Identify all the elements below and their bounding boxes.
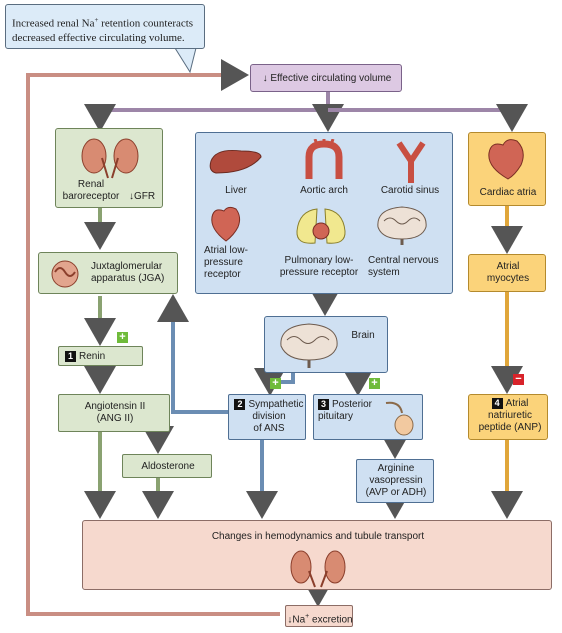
pituitary-icon xyxy=(385,401,414,436)
volume-sensors-box: Liver Aortic arch Carotid sinus Atrial l… xyxy=(195,132,453,294)
renal-baroreceptor-box: Renal baroreceptor ↓GFR xyxy=(55,128,163,208)
atrial-myocytes-box: Atrial myocytes xyxy=(468,254,546,292)
atrial-myocytes-label: Atrial myocytes xyxy=(486,261,530,284)
angiotensin-box: Angiotensin II (ANG II) xyxy=(58,394,170,432)
avp-label: Arginine vasopressin (AVP or ADH) xyxy=(365,463,427,498)
note-pointer xyxy=(174,47,197,74)
heart-icon xyxy=(488,139,524,180)
lungs-icon xyxy=(296,208,346,244)
plus-sign-sympathetic: + xyxy=(270,378,281,389)
gfr-label: ↓GFR xyxy=(128,191,156,202)
effective-circulating-volume-label: ↓ Effective circulating volume xyxy=(262,73,392,84)
kidneys-icon-bottom xyxy=(290,550,346,588)
brain-icon xyxy=(280,323,338,368)
arrow-top-to-right xyxy=(328,104,528,132)
atrial-low-pressure-label: Atrial low- pressure receptor xyxy=(204,245,248,280)
cardiac-atria-label: Cardiac atria xyxy=(479,187,537,198)
angiotensin-label: Angiotensin II (ANG II) xyxy=(84,401,146,424)
plus-sign-pituitary: + xyxy=(369,378,380,389)
minus-sign-anp: − xyxy=(513,374,524,385)
brain-label: Brain xyxy=(351,330,375,341)
arrow-sympathetic-to-jga xyxy=(157,294,228,414)
feedback-note: Increased renal Na+ retention counteract… xyxy=(5,4,205,49)
atrial-heart-icon xyxy=(211,206,241,242)
cardiac-atria-box: Cardiac atria xyxy=(468,132,546,206)
liver-icon xyxy=(209,150,262,174)
na-excretion-label: ↓Na+ excretion xyxy=(287,613,353,626)
carotid-sinus-icon xyxy=(396,141,426,183)
aldosterone-box: Aldosterone xyxy=(122,454,212,478)
jga-box: Juxtaglomerular apparatus (JGA) xyxy=(38,252,178,294)
aldosterone-label: Aldosterone xyxy=(141,461,195,472)
feedback-loop xyxy=(26,59,280,616)
glomerulus-icon xyxy=(51,260,79,288)
aortic-arch-label: Aortic arch xyxy=(300,185,348,196)
na-excretion-box: ↓Na+ excretion xyxy=(285,605,353,627)
carotid-sinus-label: Carotid sinus xyxy=(380,185,440,196)
avp-box: Arginine vasopressin (AVP or ADH) xyxy=(356,459,434,503)
kidneys-icon xyxy=(81,138,139,179)
renal-baroreceptor-label: Renal baroreceptor xyxy=(62,179,120,202)
brain-box: Brain xyxy=(264,316,388,373)
jga-label: Juxtaglomerular apparatus (JGA) xyxy=(91,261,165,284)
arrow-top-to-left xyxy=(84,92,330,132)
cns-brain-icon xyxy=(377,206,427,245)
changes-label: Changes in hemodynamics and tubule trans… xyxy=(211,531,425,542)
aortic-arch-icon xyxy=(305,139,343,179)
plus-sign-renin: + xyxy=(117,332,128,343)
effective-circulating-volume-box: ↓ Effective circulating volume xyxy=(250,64,402,92)
cns-label: Central nervous system xyxy=(368,255,439,278)
changes-box: Changes in hemodynamics and tubule trans… xyxy=(82,520,552,590)
pulmonary-label: Pulmonary low- pressure receptor xyxy=(279,255,359,278)
feedback-note-text: Increased renal Na+ retention counteract… xyxy=(12,16,194,44)
liver-label: Liver xyxy=(225,185,247,196)
